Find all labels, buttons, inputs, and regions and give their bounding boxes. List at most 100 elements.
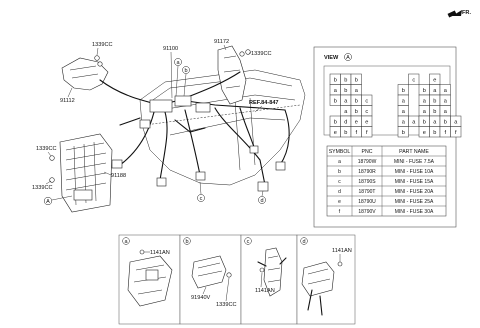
table-header: PART NAME	[399, 149, 429, 155]
fuse-cell-label: b	[334, 119, 337, 125]
svg-text:c: c	[200, 196, 203, 202]
fuse-cell-label: b	[433, 130, 436, 136]
table-cell: 18790V	[358, 209, 376, 215]
table-cell: a	[338, 159, 341, 165]
svg-text:a: a	[124, 239, 128, 245]
callout-91188: 91188	[111, 173, 126, 179]
detail-panel-a: a 1141AN	[118, 234, 181, 325]
fuse-cell-label: a	[402, 98, 406, 104]
fuse-cell-label: b	[344, 88, 347, 94]
bracket-91112	[61, 57, 109, 91]
table-cell: MINI - FUSE 7.5A	[394, 159, 435, 165]
fuse-cell-label: a	[454, 119, 458, 125]
fuse-cell-label: f	[455, 130, 457, 136]
callout-1339cc-low-left: 1339CC	[32, 185, 53, 191]
table-cell: 18790S	[358, 179, 376, 185]
table-cell: 18790R	[358, 169, 376, 175]
fuse-cell-label: a	[444, 88, 448, 94]
svg-text:d: d	[302, 239, 305, 245]
fuse-cell-label: a	[402, 109, 406, 115]
fuse-cell-label: a	[355, 88, 359, 94]
fuse-cell-label: b	[344, 130, 347, 136]
svg-text:b: b	[185, 239, 188, 245]
fuse-cell-label: b	[423, 119, 426, 125]
fuse-cell-label: b	[433, 109, 436, 115]
table-cell: 18790W	[358, 159, 377, 165]
detail-c-label: 1141AN	[255, 288, 275, 294]
fuse-cell-label: b	[433, 98, 436, 104]
detail-panel-d: d 1141AN	[296, 234, 356, 325]
table-cell: b	[338, 169, 341, 175]
fuse-cell-label: b	[355, 77, 358, 83]
dashboard-outline	[139, 69, 306, 186]
fuse-cell-label: b	[344, 77, 347, 83]
fuse-cell-label: a	[344, 98, 348, 104]
fuse-cell-label: b	[334, 98, 337, 104]
front-arrow-icon	[447, 10, 462, 18]
fuse-cell-label: f	[444, 130, 446, 136]
bracket-91172	[217, 45, 247, 105]
fuse-cell-label: d	[344, 119, 347, 125]
front-direction-label: FR.	[462, 10, 471, 16]
table-cell: c	[338, 179, 341, 185]
svg-text:A: A	[46, 199, 50, 205]
detail-d-label: 1141AN	[332, 248, 352, 254]
fuse-cell-label: b	[355, 98, 358, 104]
fuse-cell-label: a	[344, 109, 348, 115]
fuse-cell	[408, 73, 420, 85]
fuse-cell-label: a	[334, 88, 338, 94]
table-cell: MINI - FUSE 10A	[395, 169, 434, 175]
fuse-cell-label: b	[355, 109, 358, 115]
table-cell: MINI - FUSE 15A	[395, 179, 434, 185]
detail-b-label-1: 91940V	[191, 295, 211, 301]
main-marker-b: b	[182, 66, 190, 97]
detail-b-label-2: 1339CC	[216, 302, 237, 308]
fuse-cell-label: a	[423, 109, 427, 115]
fuse-cell-label: e	[433, 77, 436, 83]
callout-ref: REF.84-847	[249, 100, 279, 106]
fuse-cell-label: b	[334, 77, 337, 83]
callout-91172: 91172	[214, 39, 229, 45]
svg-text:b: b	[184, 68, 187, 74]
wiring-harness-91100	[99, 71, 290, 192]
fuse-cell-label: c	[365, 109, 368, 115]
fuse-cell-label: b	[444, 119, 447, 125]
fuse-cell-label: f	[366, 130, 368, 136]
fuse-cell	[361, 126, 373, 138]
fuse-cell-label: e	[365, 119, 368, 125]
table-cell: e	[338, 199, 341, 205]
fuse-cell-label: b	[423, 88, 426, 94]
svg-text:d: d	[260, 198, 263, 204]
table-cell: MINI - FUSE 25A	[395, 199, 434, 205]
table-cell: MINI - FUSE 20A	[395, 189, 434, 195]
svg-text:A: A	[346, 55, 350, 61]
fuse-cell-label: a	[412, 119, 416, 125]
table-cell: 18790U	[358, 199, 376, 205]
junction-box-91188	[59, 133, 113, 213]
fuse-cell-label: a	[433, 119, 437, 125]
fuse-cell-label: c	[365, 98, 368, 104]
callout-1339cc-mid-left: 1339CC	[36, 146, 57, 152]
view-a-marker: A	[43, 195, 73, 206]
callout-91100: 91100	[163, 46, 178, 52]
table-cell: MINI - FUSE 30A	[395, 209, 434, 215]
fuse-cell-label: b	[402, 130, 405, 136]
fuse-cell-label: a	[444, 109, 448, 115]
detail-panel-c: c 1141AN	[240, 234, 298, 325]
callout-91112: 91112	[60, 98, 75, 104]
main-marker-d: d	[258, 190, 266, 204]
table-cell: d	[338, 189, 341, 195]
table-header: PNC	[362, 149, 373, 155]
fuse-cell	[450, 126, 462, 138]
fuse-cell-label: f	[355, 130, 357, 136]
fuse-cell-label: a	[423, 98, 427, 104]
detail-a-label: 1141AN	[150, 250, 170, 256]
callout-1339cc-top-left: 1339CC	[92, 42, 113, 48]
svg-text:a: a	[176, 60, 180, 66]
view-title: VIEW	[324, 55, 339, 61]
view-marker: A	[344, 53, 352, 61]
main-marker-a: a	[174, 58, 182, 97]
fuse-cell-label: e	[355, 119, 358, 125]
